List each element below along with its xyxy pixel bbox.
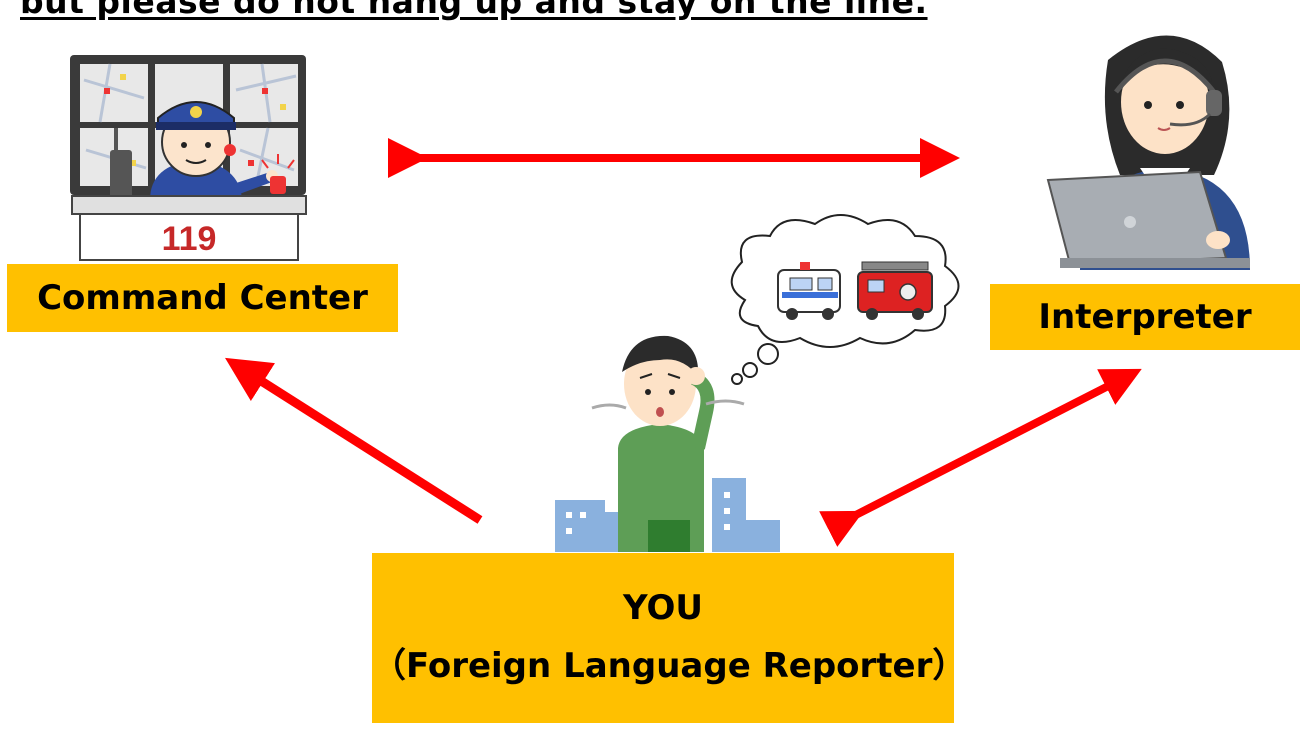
interpreter-illustration [1046, 35, 1250, 270]
you-label: YOU （Foreign Language Reporter） [372, 553, 967, 723]
emblem-119: 119 [162, 220, 217, 258]
ambulance-icon [777, 262, 841, 320]
confused-man-illustration [555, 335, 780, 552]
you-subtitle: （Foreign Language Reporter） [372, 646, 967, 686]
command-center-label: Command Center [7, 264, 398, 332]
fire-truck-icon [857, 261, 933, 320]
command-center-text: Command Center [37, 278, 368, 318]
arrow-you-to-command [225, 357, 483, 524]
header-note: but please do not hang up and stay on th… [20, 0, 928, 21]
dispatcher-illustration: 119 [70, 55, 307, 261]
you-title: YOU [623, 588, 703, 629]
interpreter-label: Interpreter [990, 284, 1300, 350]
interpreter-text: Interpreter [1038, 297, 1252, 337]
arrow-you-interpreter [819, 368, 1142, 547]
